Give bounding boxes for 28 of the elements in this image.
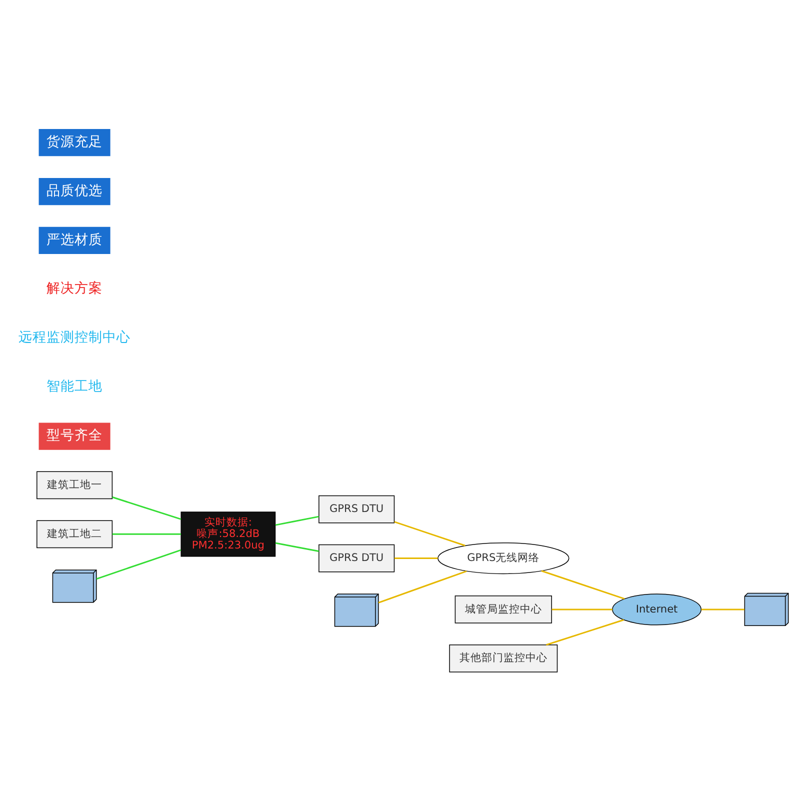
connector <box>541 570 625 600</box>
connector <box>112 532 181 534</box>
connector <box>552 608 612 610</box>
node-box: 建筑工地一 <box>36 470 113 499</box>
label: 严选材质 <box>46 231 103 248</box>
label: 智能工地 <box>46 378 103 394</box>
connector <box>701 608 744 610</box>
connector <box>275 515 319 526</box>
connector <box>275 542 319 552</box>
connector <box>378 570 467 603</box>
label: 品质优选 <box>46 182 103 198</box>
node-box: 实时数据: 噪声:58.2dB PM2.5:23.0ug <box>180 511 276 556</box>
label: 远程监测控制中心 <box>18 329 131 346</box>
label: 解决方案 <box>46 280 103 296</box>
node-box: 其他部门监控中心 <box>449 644 558 672</box>
node-box: GPRS DTU <box>318 494 395 523</box>
connector <box>394 557 438 559</box>
connector <box>96 548 182 580</box>
node-box: 建筑工地二 <box>36 520 113 548</box>
connector <box>394 520 466 546</box>
label: 货源充足 <box>46 133 103 150</box>
node-ellipse: Internet <box>612 593 702 625</box>
connector <box>546 618 624 646</box>
node-ellipse: GPRS无线网络 <box>438 542 570 574</box>
node-box: GPRS DTU <box>318 544 395 572</box>
label: 型号齐全 <box>46 427 103 444</box>
connector <box>112 496 182 520</box>
node-box: 城管局监控中心 <box>454 595 552 623</box>
